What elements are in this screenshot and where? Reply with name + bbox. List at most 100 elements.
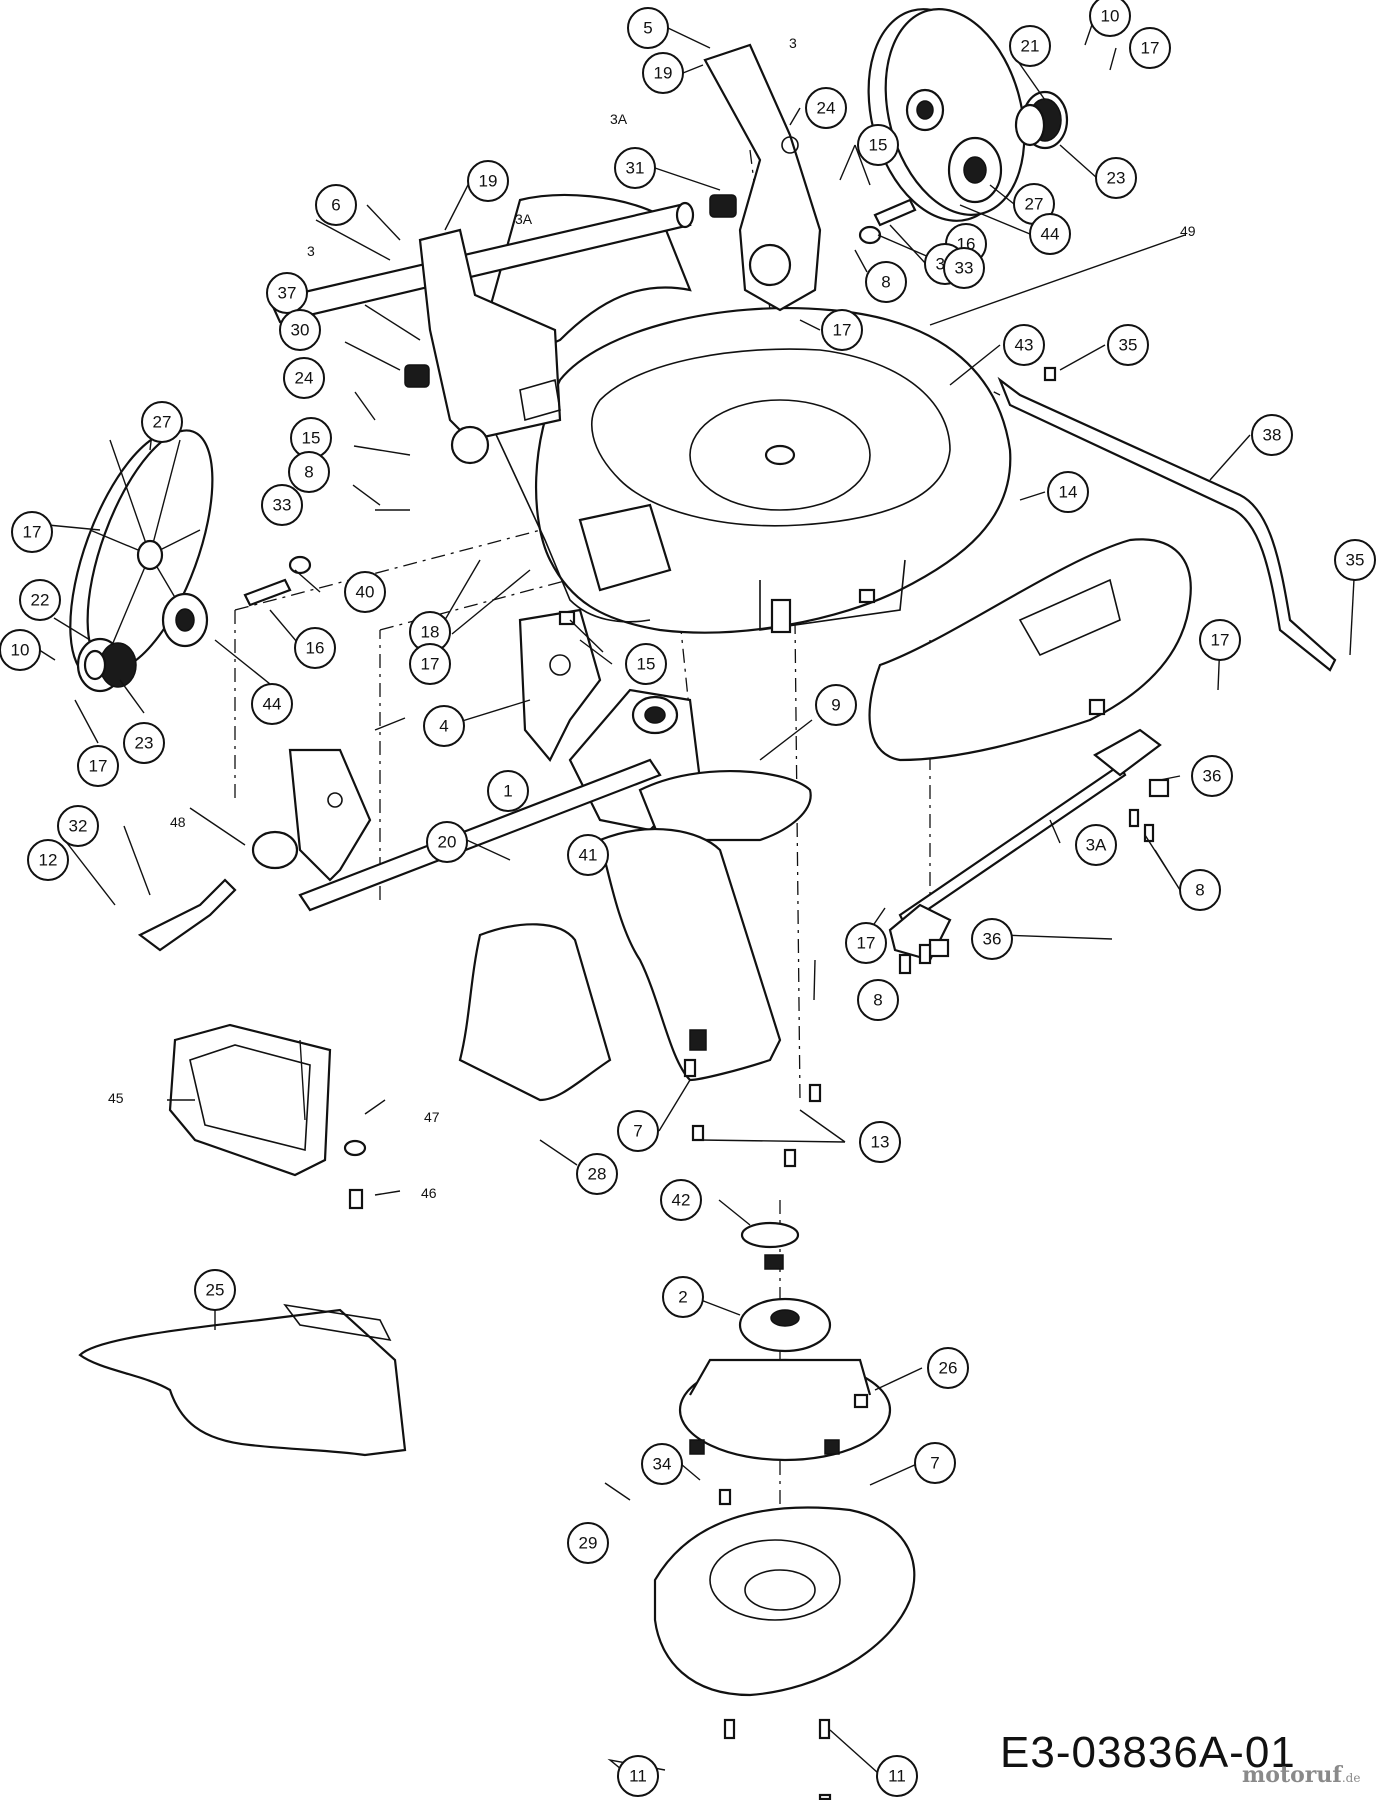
svg-text:35: 35 [1346, 551, 1365, 570]
callout-45: 44 [1029, 213, 1071, 255]
svg-text:10: 10 [1101, 7, 1120, 26]
callout-17: 16 [294, 627, 336, 669]
callout-20: 19 [642, 52, 684, 94]
svg-text:34: 34 [653, 1455, 672, 1474]
callout-37: 36 [971, 918, 1013, 960]
callout-24: 23 [123, 722, 165, 764]
label-3: 3 [789, 35, 797, 51]
drive-gear-left [76, 637, 137, 693]
svg-text:17: 17 [89, 757, 108, 776]
callout-25: 24 [283, 357, 325, 399]
callout-42: 41 [567, 834, 609, 876]
callout-19: 18 [409, 611, 451, 653]
svg-text:36: 36 [1203, 767, 1222, 786]
label-47: 46 [421, 1185, 437, 1201]
svg-text:17: 17 [23, 523, 42, 542]
svg-text:17: 17 [833, 321, 852, 340]
svg-text:37: 37 [278, 284, 297, 303]
watermark-brand: motoruf [1242, 1762, 1342, 1788]
callout-25: 24 [805, 87, 847, 129]
drawing-code: E3-03836A-01 [1000, 1728, 1296, 1777]
callout-18: 17 [845, 922, 887, 964]
svg-text:15: 15 [637, 655, 656, 674]
svg-text:23: 23 [135, 734, 154, 753]
svg-text:17: 17 [857, 934, 876, 953]
callout-7: 6 [315, 184, 357, 226]
callout-36: 35 [1107, 324, 1149, 366]
chute-baffle [458, 828, 782, 1102]
fasteners [343, 366, 1170, 1800]
svg-text:17: 17 [1141, 39, 1160, 58]
callout-18: 17 [821, 309, 863, 351]
rear-height-bracket-right [703, 43, 822, 312]
callout-6: 5 [627, 7, 669, 49]
svg-text:10: 10 [11, 641, 30, 660]
svg-text:33: 33 [955, 259, 974, 278]
blade-adapter [740, 1221, 800, 1270]
svg-text:7: 7 [930, 1454, 939, 1473]
left-wheel [69, 429, 214, 680]
svg-text:1: 1 [503, 782, 512, 801]
svg-text:26: 26 [939, 1359, 958, 1378]
drive-knob [251, 830, 299, 870]
callout-27: 26 [927, 1347, 969, 1389]
springs [404, 194, 737, 388]
callout-18: 17 [409, 643, 451, 685]
svg-text:13: 13 [871, 1133, 890, 1152]
svg-text:27: 27 [153, 413, 172, 432]
svg-text:24: 24 [817, 99, 836, 118]
right-wheel [867, 8, 1026, 222]
callout-18: 17 [1199, 619, 1241, 661]
plain-part-labels: 3 3A 49 3A 3 48 45 47 46 [108, 35, 1196, 1201]
label-50: 49 [1180, 223, 1196, 239]
callout-16: 15 [625, 643, 667, 685]
svg-text:18: 18 [421, 623, 440, 642]
svg-text:15: 15 [869, 136, 888, 155]
rear-axle-tube [268, 201, 695, 324]
front-guard [868, 538, 1192, 762]
label-3: 3 [307, 243, 315, 259]
callout-30: 29 [567, 1522, 609, 1564]
svg-text:8: 8 [873, 991, 882, 1010]
callout-8: 7 [617, 1110, 659, 1152]
callout-39: 38 [1251, 414, 1293, 456]
svg-text:8: 8 [304, 463, 313, 482]
svg-text:33: 33 [273, 496, 292, 515]
svg-text:20: 20 [438, 833, 457, 852]
svg-text:30: 30 [291, 321, 310, 340]
watermark-suffix: .de [1341, 1771, 1361, 1785]
callout-10: 9 [815, 684, 857, 726]
callout-1: 1 [487, 770, 529, 812]
callout-4: 3A [1075, 824, 1117, 866]
svg-text:11: 11 [888, 1767, 906, 1786]
svg-text:9: 9 [831, 696, 840, 715]
callout-22: 21 [1009, 25, 1051, 67]
callout-11: 10 [1089, 0, 1131, 37]
svg-text:6: 6 [331, 196, 340, 215]
callout-34: 33 [943, 247, 985, 289]
left-drive-shaft [243, 555, 312, 607]
svg-text:11: 11 [629, 1767, 647, 1786]
label-3a: 3A [515, 211, 533, 227]
callout-12: 11 [876, 1755, 918, 1797]
svg-text:36: 36 [983, 930, 1002, 949]
svg-text:19: 19 [654, 64, 673, 83]
callout-43: 42 [660, 1179, 702, 1221]
rear-height-bracket [418, 228, 562, 465]
transmission [298, 688, 812, 912]
svg-text:35: 35 [1119, 336, 1138, 355]
label-48: 47 [424, 1109, 440, 1125]
callout-21: 20 [426, 821, 468, 863]
callout-18: 17 [77, 745, 119, 787]
callout-9: 8 [288, 451, 330, 493]
drive-gear-right [1014, 90, 1069, 150]
mulch-blade-housing [653, 1506, 916, 1697]
blade-carrier [678, 1358, 892, 1462]
callout-38: 37 [266, 272, 308, 314]
callout-18: 17 [11, 511, 53, 553]
svg-text:43: 43 [1015, 336, 1034, 355]
callout-9: 8 [1179, 869, 1221, 911]
callout-36: 35 [1334, 539, 1376, 581]
